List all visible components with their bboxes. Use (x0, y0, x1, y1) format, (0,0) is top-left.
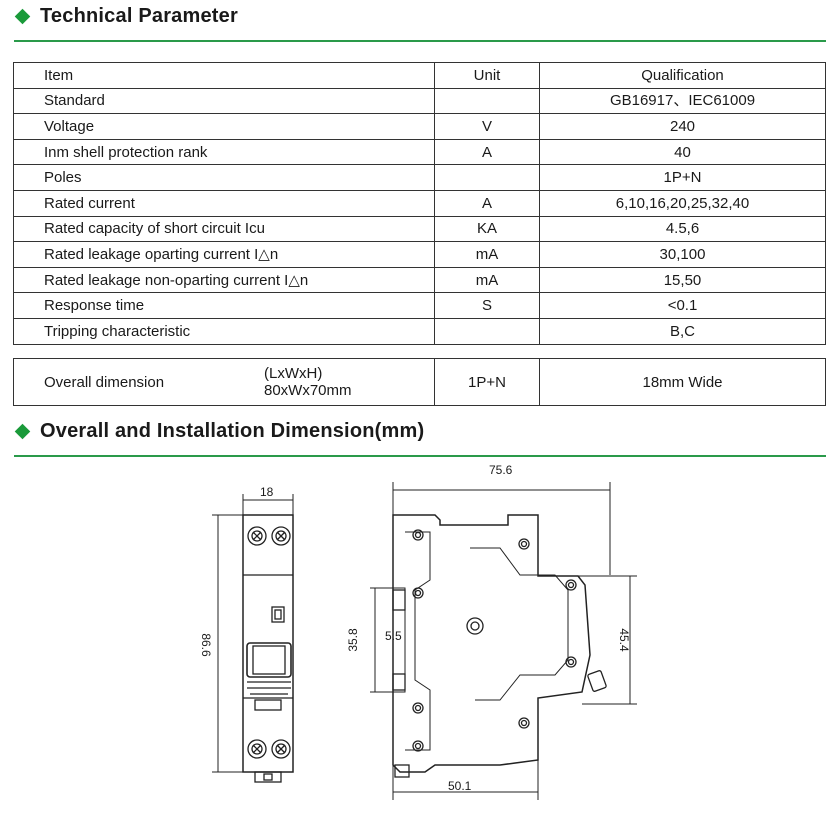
diamond-bullet-icon (14, 423, 31, 440)
row-unit: A (434, 189, 540, 217)
row-qualification: 40 (539, 138, 826, 166)
table-row: Tripping characteristic B,C (13, 317, 826, 345)
table-row: Rated leakage non-oparting current I△n m… (13, 266, 826, 294)
table-row: Response time S <0.1 (13, 292, 826, 319)
row-item: Standard (13, 87, 435, 115)
table-row: Rated current A 6,10,16,20,25,32,40 (13, 189, 826, 217)
row-unit: mA (434, 266, 540, 294)
front-width-label: 18 (260, 485, 274, 499)
section-title-text: Technical Parameter (40, 5, 238, 27)
table-row: Voltage V 240 (13, 113, 826, 140)
overall-dimension-cell: Overall dimension (LxWxH) 80xWx70mm (13, 358, 435, 406)
table-row: Standard GB16917、IEC61009 (13, 87, 826, 115)
side-height-label: 45.4 (617, 628, 631, 652)
row-item: Rated capacity of short circuit Icu (13, 215, 435, 243)
section-divider (14, 455, 826, 457)
row-qualification: 30,100 (539, 241, 826, 268)
section-title-text: Overall and Installation Dimension(mm) (40, 420, 425, 442)
side-view (370, 482, 637, 800)
table-header-row: Item Unit Qualification (13, 62, 826, 89)
lwh-label: (LxWxH) (264, 364, 323, 382)
row-qualification: GB16917、IEC61009 (539, 87, 826, 115)
row-unit (434, 164, 540, 191)
table-row: Rated capacity of short circuit Icu KA 4… (13, 215, 826, 243)
dimension-drawing: 18 86.6 75.6 35.8 5.5 45.4 50.1 (199, 463, 637, 800)
row-item: Response time (13, 292, 435, 319)
row-qualification: <0.1 (539, 292, 826, 319)
row-unit: mA (434, 241, 540, 268)
row-qualification: 6,10,16,20,25,32,40 (539, 189, 826, 217)
row-unit: S (434, 292, 540, 319)
lwh-value: 80xWx70mm (264, 382, 352, 399)
rail-offset-label: 5.5 (385, 629, 402, 643)
row-unit (434, 317, 540, 345)
table-row: Inm shell protection rank A 40 (13, 138, 826, 166)
bottom-depth-label: 50.1 (448, 779, 472, 793)
row-unit: V (434, 113, 540, 140)
row-qualification: 15,50 (539, 266, 826, 294)
row-unit: KA (434, 215, 540, 243)
row-item: Voltage (13, 113, 435, 140)
overall-dimension-lwh: (LxWxH) 80xWx70mm (264, 365, 352, 400)
table-row: Poles 1P+N (13, 164, 826, 191)
header-item: Item (13, 62, 435, 89)
row-item: Inm shell protection rank (13, 138, 435, 166)
row-item: Rated leakage non-oparting current I△n (13, 266, 435, 294)
table-row: Rated leakage oparting current I△n mA 30… (13, 241, 826, 268)
front-view (212, 494, 294, 783)
row-qualification: 240 (539, 113, 826, 140)
overall-dimension-label: Overall dimension (44, 373, 165, 391)
row-item: Rated leakage oparting current I△n (13, 241, 435, 268)
row-item: Rated current (13, 189, 435, 217)
front-height-label: 86.6 (199, 633, 213, 657)
row-qualification: 1P+N (539, 164, 826, 191)
section-divider (14, 40, 826, 42)
overall-width: 18mm Wide (539, 358, 826, 406)
overall-dimension-table: Overall dimension (LxWxH) 80xWx70mm 1P+N… (13, 358, 826, 406)
row-item: Tripping characteristic (13, 317, 435, 345)
row-qualification: B,C (539, 317, 826, 345)
header-qualification: Qualification (539, 62, 826, 89)
section-title-technical-parameter: Technical Parameter (14, 5, 238, 28)
row-unit (434, 87, 540, 115)
header-unit: Unit (434, 62, 540, 89)
row-item: Poles (13, 164, 435, 191)
parameter-table: Item Unit Qualification Standard GB16917… (13, 62, 826, 345)
side-depth-label: 75.6 (489, 463, 513, 477)
overall-poles: 1P+N (434, 358, 540, 406)
section-title-installation-dimension: Overall and Installation Dimension(mm) (14, 420, 424, 443)
rail-height-label: 35.8 (346, 628, 360, 652)
overall-dimension-row: Overall dimension (LxWxH) 80xWx70mm 1P+N… (13, 358, 826, 406)
row-qualification: 4.5,6 (539, 215, 826, 243)
row-unit: A (434, 138, 540, 166)
diamond-bullet-icon (14, 8, 31, 25)
